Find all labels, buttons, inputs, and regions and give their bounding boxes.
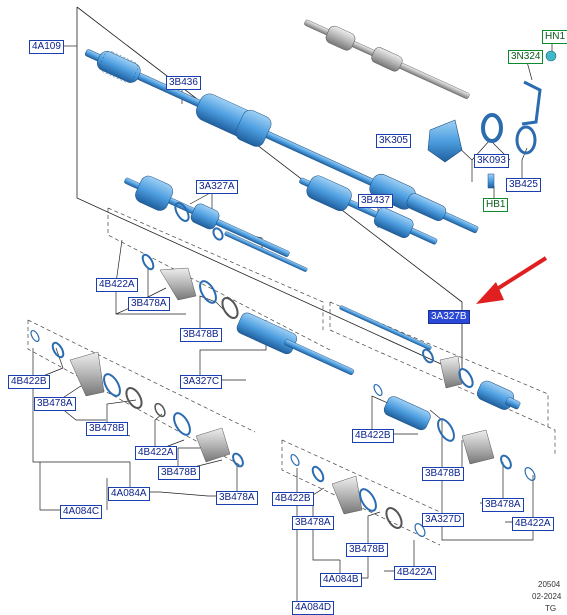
- label-3B437: 3B437: [358, 194, 393, 208]
- label-4B422A: 4B422A: [394, 566, 436, 580]
- label-3B478A: 3B478A: [482, 498, 524, 512]
- label-3B478A: 3B478A: [128, 297, 170, 311]
- label-3B478A: 3B478A: [34, 397, 76, 411]
- right-exploded-joint: [339, 305, 536, 481]
- label-3B478B: 3B478B: [422, 467, 464, 481]
- subassembly-outlines: [27, 207, 556, 546]
- right-bracket-assembly: [304, 19, 557, 189]
- lower-right-exploded-joint: [290, 453, 426, 537]
- label-3A327C: 3A327C: [180, 375, 223, 389]
- label-3B478A: 3B478A: [216, 491, 258, 505]
- label-4B422A: 4B422A: [96, 278, 138, 292]
- left-intermediate-shaft: [141, 231, 355, 376]
- label-4A109: 4A109: [29, 40, 64, 54]
- label-3B478A: 3B478A: [292, 516, 334, 530]
- label-3A327A: 3A327A: [196, 180, 238, 194]
- label-4A084C: 4A084C: [60, 505, 103, 519]
- label-HB1: HB1: [483, 198, 509, 212]
- main-driveshaft: [84, 49, 479, 234]
- label-3A327D: 3A327D: [422, 513, 465, 527]
- label-3B478B: 3B478B: [346, 543, 388, 557]
- right-assembly: [299, 175, 438, 245]
- label-3K305: 3K305: [376, 134, 411, 148]
- label-3B478B: 3B478B: [180, 328, 222, 342]
- label-3N324: 3N324: [508, 50, 544, 64]
- label-4B422B: 4B422B: [8, 375, 50, 389]
- label-4B422A: 4B422A: [512, 517, 554, 531]
- footer-initials: TG: [545, 604, 557, 613]
- label-3B478B: 3B478B: [158, 466, 200, 480]
- label-4A084A: 4A084A: [108, 487, 150, 501]
- label-3K093: 3K093: [474, 154, 509, 168]
- label-4A084B: 4A084B: [320, 573, 362, 587]
- inner-joint-exploded-upper: [124, 175, 290, 257]
- label-3B425: 3B425: [506, 178, 541, 192]
- label-4B422A: 4B422A: [135, 446, 177, 460]
- label-3A327B: 3A327B: [428, 310, 470, 324]
- footer-code: 20504: [538, 580, 561, 589]
- red-arrow: [476, 256, 548, 304]
- label-HN1: HN1: [542, 30, 567, 44]
- label-3B436: 3B436: [166, 76, 201, 90]
- label-4B422B: 4B422B: [272, 492, 314, 506]
- lower-left-exploded-joint: [30, 329, 244, 468]
- footer-date: 02-2024: [532, 592, 562, 601]
- label-4A084D: 4A084D: [292, 601, 335, 615]
- label-4B422B: 4B422B: [352, 429, 394, 443]
- label-3B478B: 3B478B: [86, 422, 128, 436]
